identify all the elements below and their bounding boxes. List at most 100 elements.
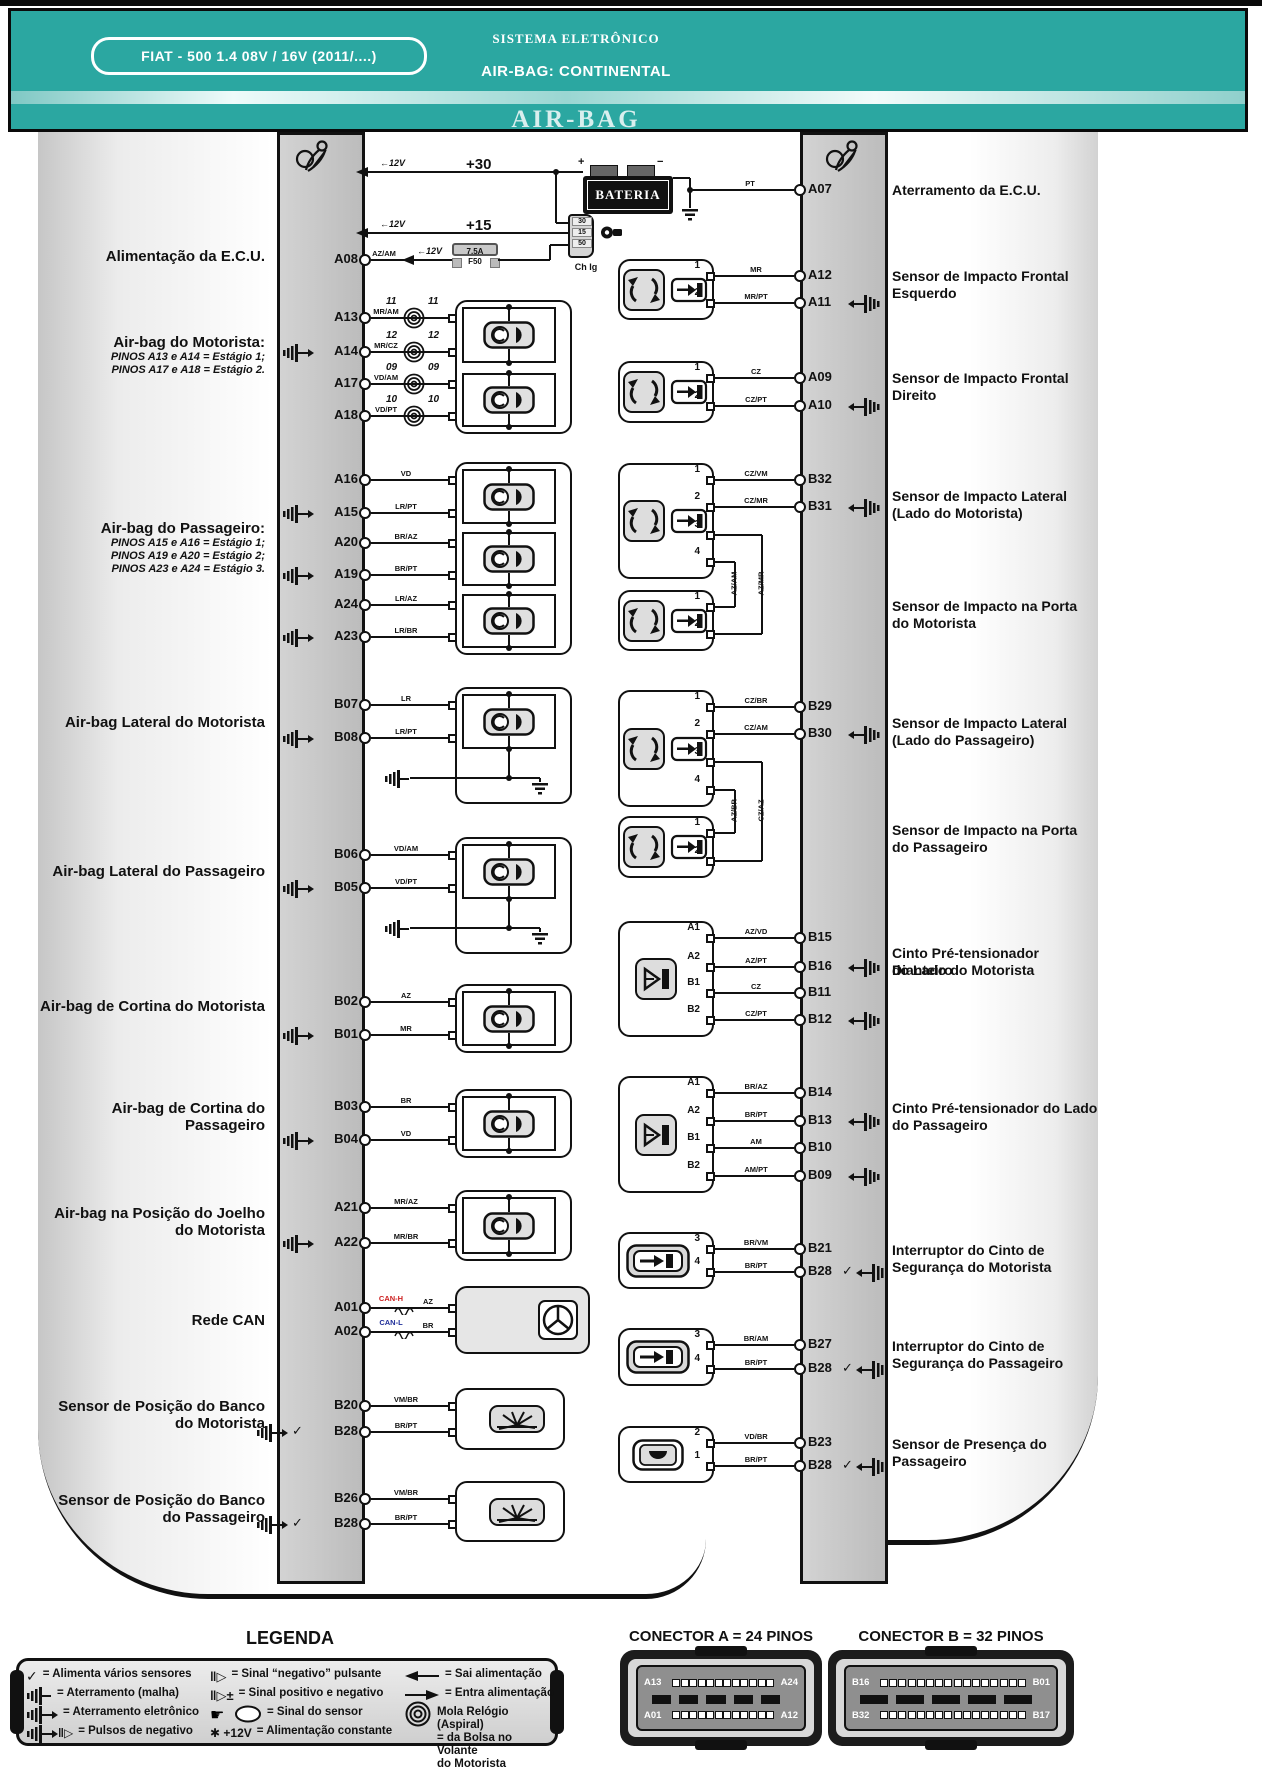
group-label-aterramento-ecu: Aterramento da E.C.U. [892,182,1041,198]
pin-notch [359,378,371,390]
connector-pin [972,1711,980,1719]
coil-number: 12 [428,330,440,341]
fuse-pad [490,258,500,268]
ground-shield-icon [384,768,410,793]
wire [715,405,794,407]
device-pin-number: 1 [694,591,700,602]
wire-color-label: AZ [423,1297,433,1306]
connector-tab [706,401,715,411]
device-pin-number: 3 [694,519,700,530]
ground-electronic-icon [848,293,880,318]
ground-earth-icon [681,208,699,227]
wire-color-label: MR [400,1024,412,1033]
connector-pin [962,1679,971,1687]
connector-pin [748,1711,757,1719]
squib-icon [483,1004,535,1038]
coil-number: 11 [386,296,397,307]
wire-vertical [508,573,510,586]
connector-pin [1018,1711,1026,1719]
connector-pin [981,1679,990,1687]
device-pin-number: 2 [694,718,700,729]
connector-key-block [968,1695,996,1704]
group-label-cinto-pretensionador-passageiro: do Passageiro [892,1117,988,1133]
wire [715,789,735,791]
legend-item-text: = Sinal positivo e negativo [238,1687,384,1699]
airbag-module-icon [292,138,336,183]
wire-vertical [761,535,763,634]
connector-tab [706,475,715,485]
ecu-pin-label: A22 [334,1234,358,1249]
pin-notch [794,1170,806,1182]
connector-pin [766,1679,774,1687]
junction-dot [506,988,512,994]
connector-tab [706,557,715,567]
wire [498,259,550,261]
ecu-pin-label: A20 [334,534,358,549]
clock-spring-coil-icon [402,372,426,401]
connector-tab [706,271,715,281]
can-bus-label: CAN-H [370,1294,412,1303]
group-label-sensor-impacto-lateral-motorista: (Lado do Motorista) [892,505,1023,521]
group-label-sensor-impacto-lateral-passageiro: Sensor de Impacto Lateral [892,715,1068,731]
junction-dot [506,925,512,931]
pin-notch [359,1134,371,1146]
device-pin-number: 1 [694,691,700,702]
ecu-pin-label: B12 [808,1011,832,1026]
ground-electronic-icon [856,1359,888,1384]
connector-pin [766,1711,774,1719]
device-pin-number: 1 [694,1450,700,1461]
device-pin-number: B1 [687,977,700,988]
wire [371,1106,448,1108]
connector-pin [1008,1679,1017,1687]
ecu-pin-label: B03 [334,1098,358,1113]
connector-pin [880,1711,888,1719]
wire-color-label: MR/AZ [394,1197,418,1206]
supply-out-arrow [402,255,414,265]
connector-pin [1008,1711,1017,1719]
pin-notch [794,400,806,412]
impact-sensor-icon [622,369,710,420]
connector-pin [889,1679,898,1687]
supply-out-arrow [356,167,368,177]
wire-color-label: BR/PT [744,1261,768,1270]
wire [715,1175,794,1177]
connector-tab [706,1461,715,1471]
legend-item-sinal-sensor: ☛= Sinal do sensor [210,1705,402,1724]
group-label-sensor-banco-motorista: do Motorista [175,1415,265,1432]
pin-notch [359,1101,371,1113]
connector-b-title: CONECTOR B = 32 PINOS [858,1628,1044,1645]
connector-pin [1018,1679,1026,1687]
wire [550,244,568,246]
connector-tab [706,373,715,383]
connector-tab [706,702,715,712]
legend-item-text: = Pulsos de negativo [78,1725,193,1737]
wire-vertical [508,373,510,386]
group-label-sensor-impacto-porta-passageiro: do Passageiro [892,839,988,855]
clock-spring-coil-icon [402,404,426,433]
pin-notch [794,297,806,309]
pin-notch [359,732,371,744]
link-wire-color-label: AZ/BR [729,798,739,822]
junction-dot [506,691,512,697]
impact-sensor-icon [622,498,710,549]
wire [371,604,448,606]
ground-electronic-icon [282,1130,314,1155]
pin-notch [794,1115,806,1127]
group-label-interruptor-cinto-passageiro: Segurança do Passageiro [892,1355,1064,1371]
wire [410,777,540,779]
pin-notch [794,1243,806,1255]
ecu-pin-label: B26 [334,1490,358,1505]
wire-squiggle [394,1302,416,1320]
ecu-pin-label: A10 [808,397,832,412]
sinal-sensor-icon: ☛ [210,1705,262,1724]
pin-notch [794,1087,806,1099]
ground-electronic-icon [282,627,314,652]
ecu-pin-label: B13 [808,1112,832,1127]
ground-shield-icon [384,918,410,943]
pin-notch [359,410,371,422]
wire [371,542,448,544]
coil-number: 10 [428,394,440,405]
